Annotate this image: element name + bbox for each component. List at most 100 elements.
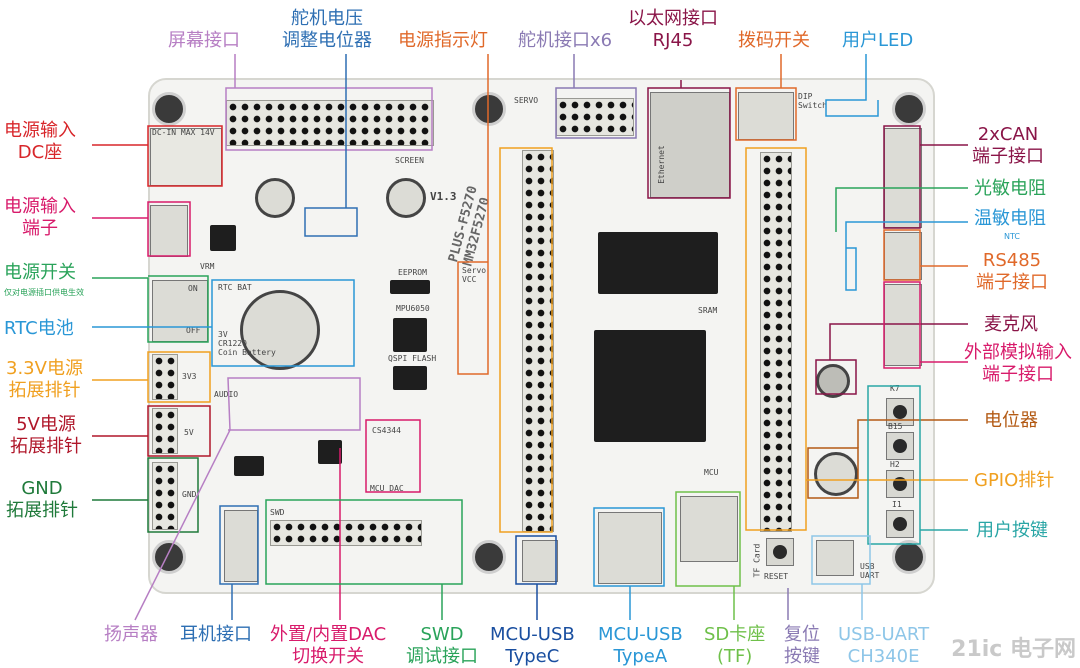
usb-uart-port [816,540,854,576]
potentiometer-knob [814,452,858,496]
mounting-hole [152,92,186,126]
label-reset: 复位 按键 [784,624,820,667]
tf-card-slot [680,496,738,562]
user-button-i1[interactable] [886,510,914,538]
cs4344-silk: CS4344 [372,426,401,435]
label-gpio-header: GPIO排针 [974,470,1055,491]
label-photoresistor: 光敏电阻 [974,178,1046,199]
watermark: 21ic 电子网 [951,637,1076,662]
qspi-chip [393,366,427,390]
label-dc-input: 电源输入 DC座 [4,120,76,163]
label-power-led: 电源指示灯 [398,30,488,51]
speaker-connector [234,456,264,476]
label-analog-input: 外部模拟输入 端子接口 [964,342,1072,385]
rtc-silk: RTC BAT [218,283,252,292]
on-silk: ON [188,284,198,293]
mounting-hole [892,92,926,126]
user-button-h2[interactable] [886,470,914,498]
gnd-silk: GND [182,490,197,499]
label-power-switch: 电源开关 [4,262,76,283]
mcu-chip [594,330,706,442]
label-servo-ports: 舵机接口x6 [518,30,613,51]
typec-port [522,540,558,582]
headphone-jack [224,510,258,582]
audio-silk: AUDIO [214,390,239,399]
label-user-buttons: 用户按键 [976,520,1048,541]
vrm-chip [210,225,236,251]
cr1220-silk: 3V CR1220 Coin Battery [218,330,276,357]
typea-port [598,512,662,584]
label-rtc-battery: RTC电池 [4,318,74,339]
label-dac-switch: 外置/内置DAC 切换开关 [270,624,387,667]
screen-silk: SCREEN [395,156,424,165]
v5-silk: 5V [184,428,194,437]
v33-header [152,354,178,400]
label-headphone: 耳机接口 [180,624,252,645]
qspi-silk: QSPI FLASH [388,354,437,363]
h2-silk: H2 [890,460,900,469]
mounting-hole [892,540,926,574]
analog-terminal [884,284,922,366]
user-button-b15[interactable] [886,432,914,460]
label-can: 2xCAN 端子接口 [972,124,1044,167]
mcu-silk: MCU [704,468,719,477]
ver-silk: V1.3 [430,190,457,203]
label-usb-typec: MCU-USB TypeC [490,624,575,667]
dac-chip [318,440,342,464]
label-power-terminal: 电源输入 端子 [4,196,76,239]
label-power-switch-note: 仅对电源插口供电生效 [4,288,84,297]
k7-silk: K7 [890,384,900,393]
power-terminal [150,205,188,257]
mpu6050-chip [393,318,427,352]
mpu-silk: MPU6050 [396,304,430,313]
i1-silk: I1 [892,500,902,509]
capacitor [255,178,295,218]
label-microphone: 麦克风 [984,314,1038,335]
label-servo-voltage-pot: 舵机电压 调整电位器 [282,8,372,51]
gnd-header [152,462,178,530]
b15-silk: B15 [888,422,903,431]
dc-jack [150,128,222,186]
servo-silk: SERVO [514,96,539,105]
gpio-right-header [760,152,792,532]
label-5v-header: 5V电源 拓展排针 [10,414,82,457]
label-gnd-header: GND 拓展排针 [6,478,78,521]
label-ethernet: 以太网接口 RJ45 [628,8,718,51]
dip-silk: DIP Switch [798,92,827,110]
capacitor [386,178,426,218]
label-dip-switch: 拨码开关 [738,30,810,51]
coin-cell-holder [240,290,320,370]
eeprom-silk: EEPROM [398,268,427,277]
off-silk: OFF [186,326,201,335]
screen-header [226,100,434,146]
mounting-hole [152,540,186,574]
sram-chip [598,232,718,294]
label-rs485: RS485 端子接口 [976,250,1048,293]
servo-vcc-silk: Servo VCC [462,266,487,284]
label-user-led: 用户LED [842,30,914,51]
mcudac-silk: MCU DAC [370,484,404,493]
servo-header [556,98,634,136]
mounting-hole [472,92,506,126]
microphone [816,364,850,398]
label-3v3-header: 3.3V电源 拓展排针 [6,358,83,401]
label-sd-card: SD卡座 (TF) [704,624,766,667]
reset-silk: RESET [764,572,789,581]
swd-header [270,520,422,546]
mounting-hole [472,540,506,574]
label-swd: SWD 调试接口 [406,624,478,667]
reset-button[interactable] [766,538,794,566]
label-usb-typea: MCU-USB TypeA [598,624,683,667]
sram-silk: SRAM [698,306,718,315]
v33-silk: 3V3 [182,372,197,381]
swd-silk: SWD [270,508,285,517]
eeprom-chip [390,280,430,294]
rj45-jack [650,92,730,198]
dcin-silk: DC-IN MAX 14V [152,128,215,137]
user-button-k7[interactable] [886,398,914,426]
label-usb-uart: USB-UART CH340E [838,624,930,667]
label-speaker: 扬声器 [104,624,158,645]
label-potentiometer: 电位器 [984,410,1038,431]
v5-header [152,408,178,454]
